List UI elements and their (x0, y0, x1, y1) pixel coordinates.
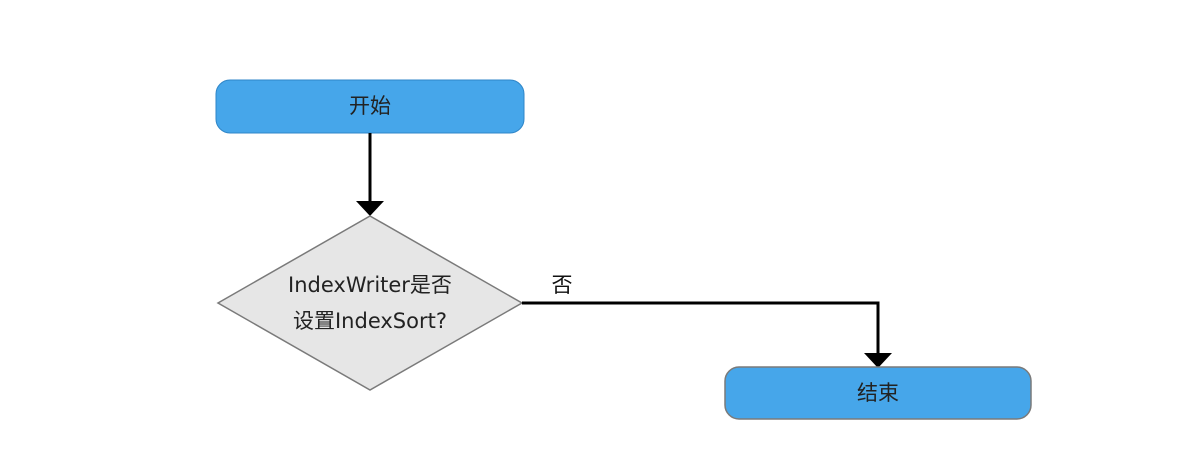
decision-node-label-line1: IndexWriter是否 (288, 273, 452, 297)
end-node-label: 结束 (857, 381, 899, 405)
decision-node-shape (216, 215, 524, 391)
end-node-shape (724, 366, 1032, 420)
arrowhead-icon (864, 353, 892, 368)
start-node: 开始 (215, 79, 525, 134)
connector-start-to-decision (356, 133, 384, 216)
decision-node-label-line2: 设置IndexSort? (293, 309, 447, 333)
decision-node: IndexWriter是否 设置IndexSort? (216, 215, 524, 391)
connector-line (522, 301, 880, 354)
no-branch-label: 否 (552, 273, 573, 297)
connector-decision-to-end: 否 (522, 273, 892, 368)
start-node-label: 开始 (349, 94, 391, 118)
end-node: 结束 (724, 366, 1032, 420)
arrowhead-icon (356, 201, 384, 216)
